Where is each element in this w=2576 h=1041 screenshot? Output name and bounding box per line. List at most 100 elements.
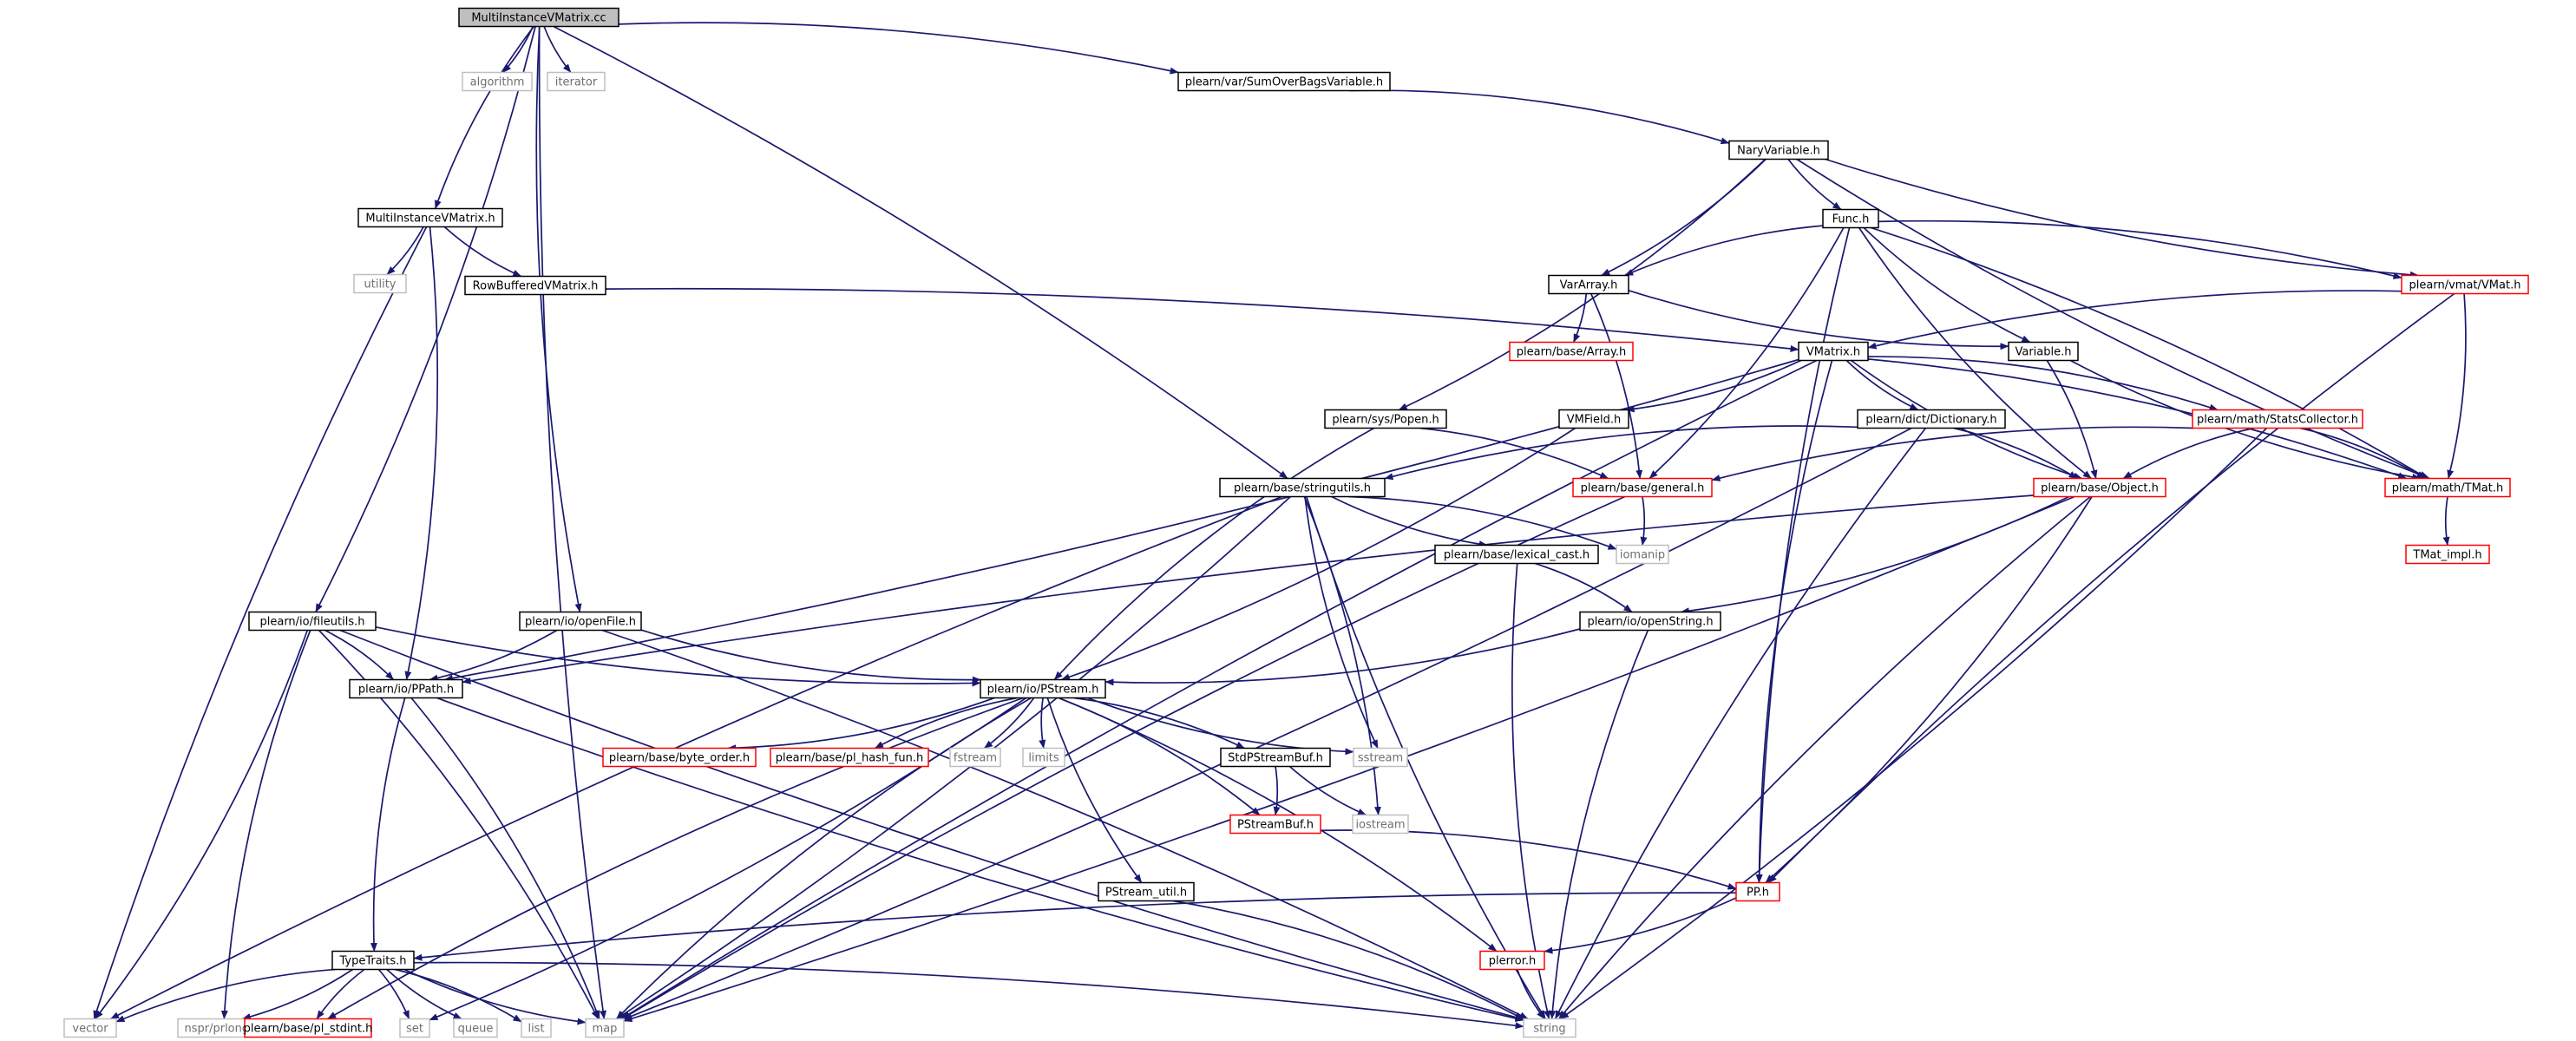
- node-box: [1572, 477, 1713, 498]
- node-pstream[interactable]: plearn/io/PStream.h: [980, 678, 1106, 699]
- node-box: [949, 747, 1001, 768]
- edge-root-to-mivm_h: [434, 25, 534, 209]
- edge-openfile-to-pstream: [640, 629, 981, 684]
- node-label: queue: [458, 1023, 494, 1036]
- node-label: MultiInstanceVMatrix.cc: [471, 12, 606, 25]
- node-label: VMField.h: [1567, 414, 1622, 427]
- node-label: plearn/vmat/VMat.h: [2409, 279, 2521, 292]
- node-root[interactable]: MultiInstanceVMatrix.cc: [458, 7, 619, 28]
- edge-vmatrix-to-dictionary: [1845, 359, 1919, 411]
- node-label: VarArray.h: [1560, 279, 1618, 292]
- node-vmfield[interactable]: VMField.h: [1558, 409, 1629, 429]
- edge-vmatrix-to-pp: [1755, 360, 1833, 883]
- node-tmatimpl[interactable]: TMat_impl.h: [2405, 544, 2490, 565]
- node-openstring[interactable]: plearn/io/openString.h: [1579, 611, 1721, 632]
- edge-pstreambuf-to-pp: [1320, 829, 1737, 890]
- edge-fileutils-to-ppath: [324, 629, 395, 681]
- node-label: string: [1533, 1023, 1565, 1036]
- node-fileutils[interactable]: plearn/io/fileutils.h: [248, 611, 377, 632]
- node-stdpsbuf[interactable]: StdPStreamBuf.h: [1220, 747, 1331, 768]
- node-box: [770, 747, 929, 768]
- node-box: [1558, 409, 1629, 429]
- node-rowbuf[interactable]: RowBufferedVMatrix.h: [464, 275, 606, 296]
- node-utility: utility: [353, 273, 407, 294]
- node-byteorder[interactable]: plearn/base/byte_order.h: [602, 747, 757, 768]
- edge-func-to-vmat: [1878, 219, 2402, 279]
- edge-openstring-to-string: [1549, 630, 1649, 1019]
- node-box: [1548, 274, 1629, 295]
- node-typetraits[interactable]: TypeTraits.h: [331, 950, 415, 971]
- node-object[interactable]: plearn/base/Object.h: [2033, 477, 2166, 498]
- edge-root-to-map: [538, 26, 606, 1019]
- node-array[interactable]: plearn/base/Array.h: [1509, 341, 1634, 362]
- edge-root-to-fileutils: [315, 26, 536, 612]
- edge-func-to-pp: [1755, 227, 1851, 883]
- edge-mivm_h-to-utility: [386, 226, 424, 276]
- node-box: [1822, 208, 1879, 229]
- node-pp[interactable]: PP.h: [1735, 881, 1780, 902]
- node-box: [1798, 341, 1869, 362]
- node-lexicalcast[interactable]: plearn/base/lexical_cast.h: [1434, 544, 1599, 565]
- node-limits: limits: [1022, 747, 1065, 768]
- node-dictionary[interactable]: plearn/dict/Dictionary.h: [1857, 409, 2006, 429]
- node-label: plearn/base/stringutils.h: [1234, 482, 1371, 495]
- node-label: iostream: [1355, 819, 1405, 832]
- node-label: fstream: [954, 752, 997, 765]
- node-pstreamutil[interactable]: PStream_util.h: [1098, 881, 1195, 902]
- node-box: [63, 1018, 117, 1038]
- node-map: map: [585, 1018, 625, 1038]
- edge-stringutils-to-sstream: [1304, 496, 1379, 749]
- node-vararray[interactable]: VarArray.h: [1548, 274, 1629, 295]
- node-naryvar[interactable]: NaryVariable.h: [1728, 140, 1829, 160]
- node-label: plearn/var/SumOverBagsVariable.h: [1185, 76, 1383, 89]
- node-stringutils[interactable]: plearn/base/stringutils.h: [1219, 477, 1386, 498]
- node-label: plearn/base/pl_stdint.h: [244, 1023, 373, 1036]
- node-pstreambuf[interactable]: PStreamBuf.h: [1229, 814, 1321, 835]
- node-mivm-h[interactable]: MultiInstanceVMatrix.h: [357, 207, 503, 228]
- edge-popen-to-general: [1419, 427, 1609, 480]
- node-plerror[interactable]: plerror.h: [1479, 950, 1545, 971]
- node-label: plearn/dict/Dictionary.h: [1865, 414, 1996, 427]
- edge-openfile-to-ppath: [429, 629, 558, 682]
- edge-func-to-vararray: [1624, 225, 1824, 277]
- node-box: [244, 1018, 372, 1038]
- node-box: [1579, 611, 1721, 632]
- node-sumoverbags[interactable]: plearn/var/SumOverBagsVariable.h: [1177, 71, 1391, 92]
- edge-ppath-to-map: [410, 697, 600, 1019]
- node-label: plerror.h: [1489, 955, 1537, 968]
- node-plstdint[interactable]: plearn/base/pl_stdint.h: [244, 1018, 373, 1038]
- node-label: vector: [72, 1023, 108, 1036]
- node-general[interactable]: plearn/base/general.h: [1572, 477, 1713, 498]
- edge-statscollector-to-string: [1560, 427, 2268, 1020]
- node-openfile[interactable]: plearn/io/openFile.h: [519, 611, 642, 632]
- node-label: iterator: [555, 76, 598, 89]
- node-label: PStreamBuf.h: [1237, 819, 1314, 832]
- edge-naryvar-to-func: [1787, 158, 1842, 211]
- node-box: [1220, 747, 1331, 768]
- node-queue: queue: [453, 1018, 498, 1038]
- node-box: [331, 950, 415, 971]
- edge-vmatrix-to-vmfield: [1625, 359, 1802, 413]
- node-plhash[interactable]: plearn/base/pl_hash_fun.h: [770, 747, 929, 768]
- edge-pp-to-plerror: [1544, 897, 1737, 954]
- node-label: plearn/base/Array.h: [1517, 346, 1626, 359]
- edge-typetraits-to-set: [377, 968, 410, 1019]
- edge-fileutils-to-string: [339, 629, 1524, 1021]
- node-label: Func.h: [1832, 213, 1870, 226]
- node-box: [2384, 477, 2511, 498]
- node-vmatrix[interactable]: VMatrix.h: [1798, 341, 1869, 362]
- edge-statscollector-to-object: [2122, 427, 2254, 480]
- node-label: Variable.h: [2015, 346, 2071, 359]
- node-box: [602, 747, 757, 768]
- node-func[interactable]: Func.h: [1822, 208, 1879, 229]
- node-variable[interactable]: Variable.h: [2008, 341, 2079, 362]
- node-tmat[interactable]: plearn/math/TMat.h: [2384, 477, 2511, 498]
- node-statscollector[interactable]: plearn/math/StatsCollector.h: [2192, 409, 2363, 429]
- node-ppath[interactable]: plearn/io/PPath.h: [349, 678, 463, 699]
- node-vmat[interactable]: plearn/vmat/VMat.h: [2401, 274, 2529, 295]
- edge-stringutils-to-map: [616, 495, 1291, 1020]
- edge-stringutils-to-iomanip: [1348, 495, 1617, 550]
- edge-mivm_h-to-vector: [93, 226, 428, 1019]
- node-popen[interactable]: plearn/sys/Popen.h: [1324, 409, 1447, 429]
